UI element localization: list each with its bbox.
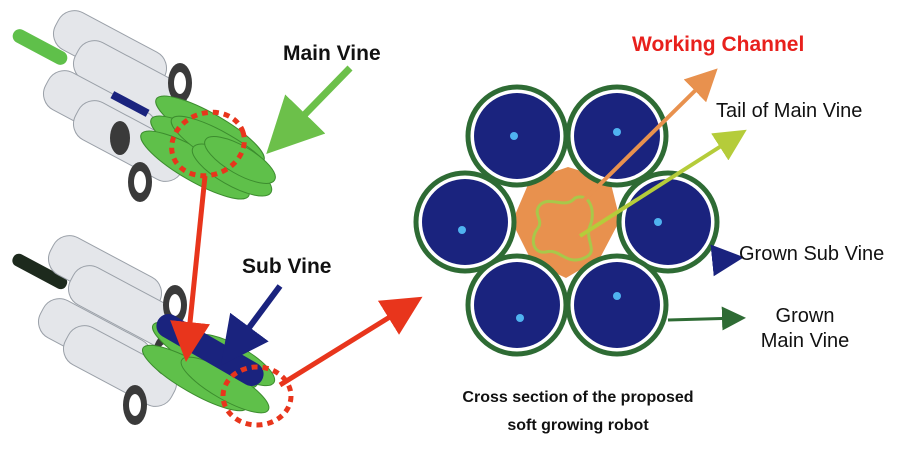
caption-line2: soft growing robot [507, 417, 649, 434]
tail-of-main-vine-arrow [578, 129, 747, 238]
robot-illustration-sub-vine [12, 235, 294, 428]
sub-vine-pointer-arrow [220, 284, 283, 366]
label-grown-main-vine: Grown Main Vine [745, 304, 865, 354]
label-working-channel: Working Channel [632, 33, 805, 56]
label-grown-main-vine-line2: Main Vine [760, 330, 850, 352]
cross-section [413, 84, 720, 357]
grown-sub-vine-arrow [710, 244, 744, 277]
red-arrow-down [170, 175, 210, 362]
grown-main-vine-arrow [667, 306, 746, 331]
label-grown-sub-vine: Grown Sub Vine [739, 243, 885, 265]
figure-caption: Cross section of the proposed soft growi… [438, 384, 718, 440]
working-channel-arrow [576, 68, 718, 208]
label-grown-main-vine-line1: Grown [775, 305, 835, 327]
red-arrow-to-cross-section [278, 296, 423, 388]
label-sub-vine: Sub Vine [242, 255, 332, 278]
label-main-vine: Main Vine [283, 42, 381, 65]
main-vine-pointer-arrow [266, 65, 353, 155]
label-tail-of-main-vine: Tail of Main Vine [716, 100, 863, 122]
main-vine-tail-outline [531, 195, 594, 262]
robot-illustration-main-vine [12, 10, 276, 202]
caption-line1: Cross section of the proposed [462, 389, 694, 406]
